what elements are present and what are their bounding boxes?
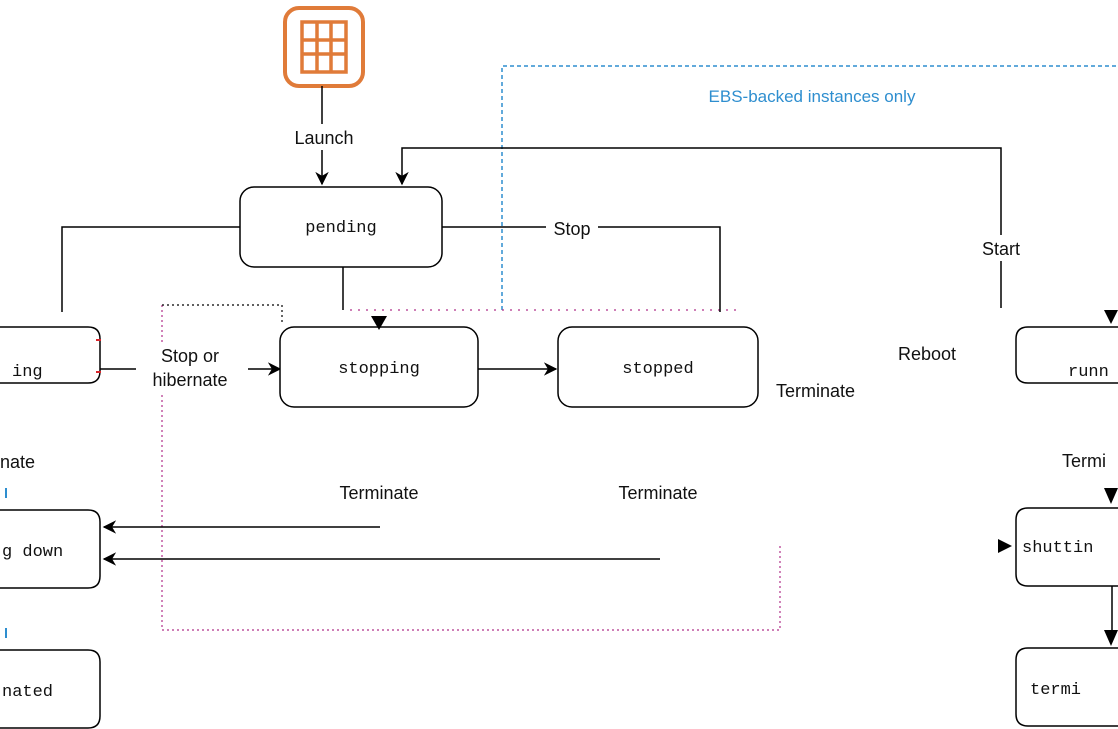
stop-label: Stop: [553, 219, 590, 239]
terminate-under-stopping-label: Terminate: [339, 483, 418, 503]
stop-edge: [442, 226, 721, 312]
stopping-top-arrow: [371, 316, 387, 330]
state-running-right-label: runn: [1068, 363, 1109, 382]
state-shutting-down-left-label: g down: [2, 543, 63, 562]
terminate-right-of-stopped-label: Terminate: [776, 381, 855, 401]
hibernate-region-top: [162, 304, 283, 322]
state-running-left-label: ing: [12, 363, 43, 382]
state-running-right: [1015, 326, 1118, 384]
state-shutting-down-right: [1015, 507, 1118, 587]
start-label: Start: [982, 239, 1020, 259]
state-terminated-right-label: termi: [1030, 681, 1081, 700]
launch-label: Launch: [294, 128, 353, 148]
state-stopped-label: stopped: [622, 360, 693, 379]
running-right-top-arrow: [1104, 310, 1118, 324]
state-terminated-left-label: nated: [2, 683, 53, 702]
pending-to-running-edge: [61, 226, 240, 312]
state-terminated-left: [0, 649, 101, 729]
state-stopping-label: stopping: [338, 360, 420, 379]
state-running-left: [0, 326, 101, 384]
stop-or-hibernate-label-line1: Stop or: [161, 346, 219, 366]
terminate-left-label: nate: [0, 452, 35, 472]
stop-or-hibernate-label-line2: hibernate: [152, 370, 227, 390]
start-edge: [395, 147, 1002, 308]
terminate-under-stopped-label: Terminate: [618, 483, 697, 503]
shutting-down-right-entry-arrow: [998, 539, 1012, 553]
ebs-region-label: EBS-backed instances only: [709, 87, 916, 106]
ebs-region-border: [501, 65, 1118, 310]
hibernate-region-border: [161, 305, 781, 631]
right-terminate-arrow: [1104, 488, 1118, 504]
state-stopped: [557, 326, 759, 408]
red-corner-1: [96, 339, 101, 373]
state-shutting-down-right-label: shuttin: [1022, 539, 1093, 558]
terminate-right-visible-label: Termi: [1062, 451, 1106, 471]
ec2-instance-icon: [283, 6, 365, 88]
state-pending-label: pending: [305, 219, 376, 238]
shutting-to-terminated-right-arrow: [1104, 630, 1118, 646]
state-shutting-down-left: [0, 509, 101, 589]
state-terminated-right: [1015, 647, 1118, 727]
reboot-label: Reboot: [898, 344, 956, 364]
